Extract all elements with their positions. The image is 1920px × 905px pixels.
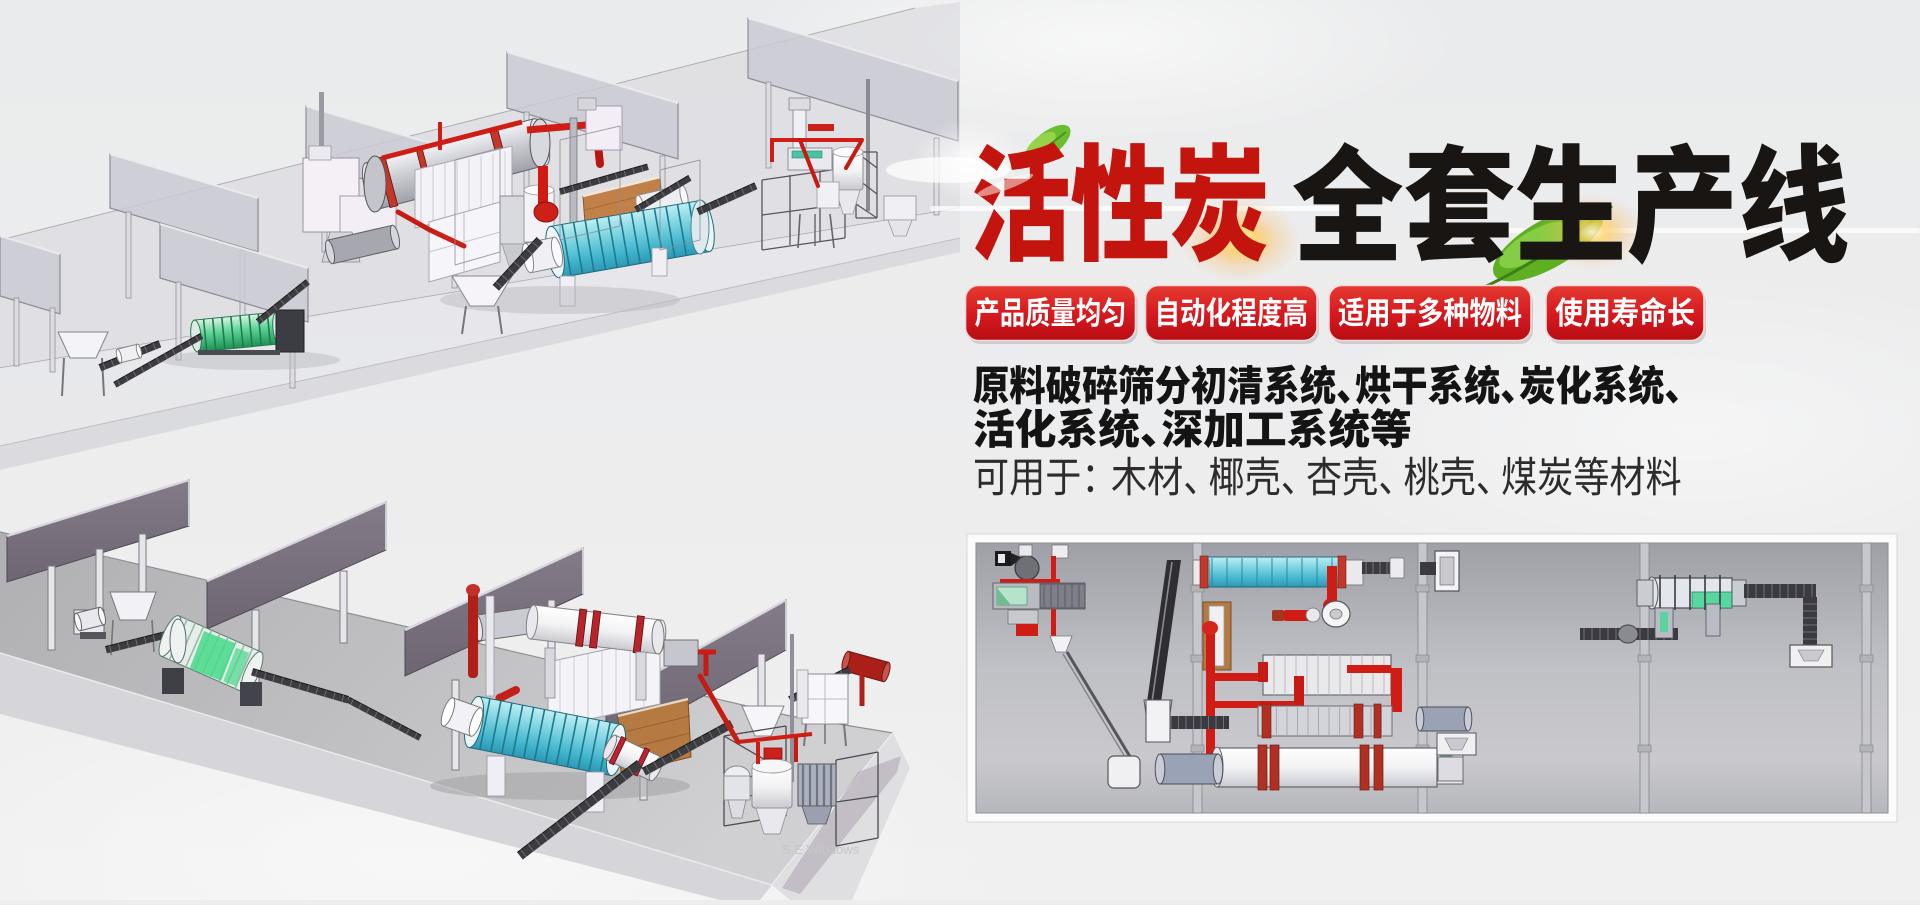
svg-text:S.E Windows: S.E Windows — [782, 842, 860, 857]
